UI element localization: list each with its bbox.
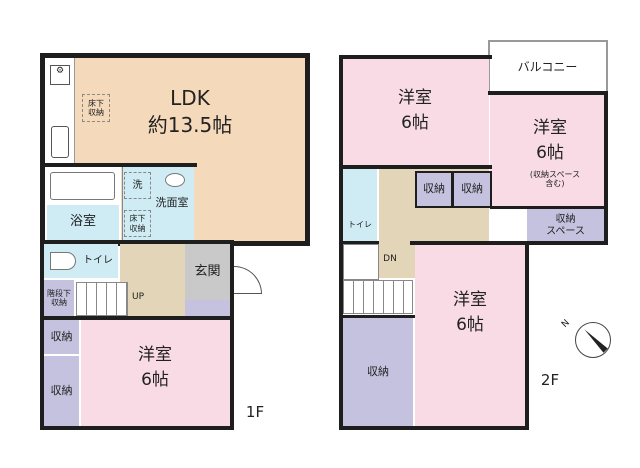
- floor-2-label: 2F: [540, 371, 560, 390]
- room-size: 6帖: [141, 370, 169, 391]
- stairs-landing: [343, 244, 379, 280]
- wall: [40, 316, 234, 320]
- wall: [230, 240, 234, 430]
- western-room-2f-b: [490, 95, 604, 208]
- room2-note: (収納スペース 含む): [529, 169, 581, 188]
- bathroom-label: 浴室: [47, 205, 119, 240]
- wall: [525, 241, 529, 429]
- entrance-door[interactable]: [234, 266, 262, 294]
- wall: [339, 426, 529, 430]
- wall: [490, 206, 608, 209]
- western-room-2f-c: [415, 245, 525, 426]
- compass-north-label: N: [559, 317, 572, 330]
- stove-icon: ⚙: [50, 65, 70, 85]
- storage-2: 収納: [44, 356, 79, 426]
- stairs-2f[interactable]: [343, 280, 413, 314]
- toilet-label: トイレ: [83, 255, 113, 267]
- shoe-storage: [185, 300, 230, 316]
- wall: [40, 240, 232, 244]
- room2-size: 6帖: [536, 143, 564, 164]
- sink-icon: [51, 126, 69, 158]
- western-room-1f: [81, 320, 230, 426]
- toilet-icon: [50, 252, 76, 270]
- dn-label: DN: [383, 253, 397, 264]
- storage-space: 収納 スペース: [527, 209, 604, 242]
- bathtub-icon: [50, 172, 115, 200]
- room1-label: 洋室: [398, 88, 432, 109]
- wall: [488, 91, 608, 95]
- western-room-2f-a: [343, 59, 489, 165]
- wall: [40, 163, 197, 167]
- hallway: [120, 244, 185, 318]
- storage-c: 収納: [343, 318, 413, 426]
- wall: [604, 91, 608, 244]
- wall: [339, 315, 415, 318]
- room3-label: 洋室: [453, 290, 487, 311]
- compass-icon: [575, 322, 611, 358]
- under-stairs-storage: 階段下 収納: [44, 280, 74, 316]
- underfloor-storage-ldk: 床下 収納: [82, 94, 110, 122]
- room2-label: 洋室: [533, 118, 567, 139]
- balcony-label: バルコニー: [517, 60, 578, 75]
- wall: [339, 55, 492, 59]
- room3-size: 6帖: [456, 315, 484, 336]
- washing-machine-label: 洗: [124, 172, 151, 199]
- balcony: [488, 40, 608, 95]
- storage-b: 収納: [452, 171, 492, 208]
- room-label: 洋室: [138, 345, 172, 366]
- room1-size: 6帖: [401, 113, 429, 134]
- wall: [410, 241, 608, 245]
- wall: [339, 241, 379, 244]
- floor-1-label: 1F: [245, 403, 265, 422]
- wall: [339, 165, 492, 169]
- storage-a: 収納: [415, 171, 453, 208]
- storage-1: 収納: [44, 320, 79, 354]
- ldk-label: LDK: [170, 85, 210, 110]
- wall: [40, 426, 234, 430]
- up-label: UP: [131, 291, 144, 302]
- stairs[interactable]: [76, 282, 128, 316]
- compass-needle: [582, 327, 608, 353]
- washroom-label: 洗面室: [155, 195, 189, 209]
- hallway-2f-lower: [379, 241, 415, 278]
- washbasin-icon: [165, 173, 185, 187]
- underfloor-storage-wash: 床下 収納: [124, 210, 151, 237]
- ldk-size: 約13.5帖: [147, 112, 233, 137]
- genkan-label: 玄関: [185, 244, 230, 300]
- wall: [40, 240, 44, 430]
